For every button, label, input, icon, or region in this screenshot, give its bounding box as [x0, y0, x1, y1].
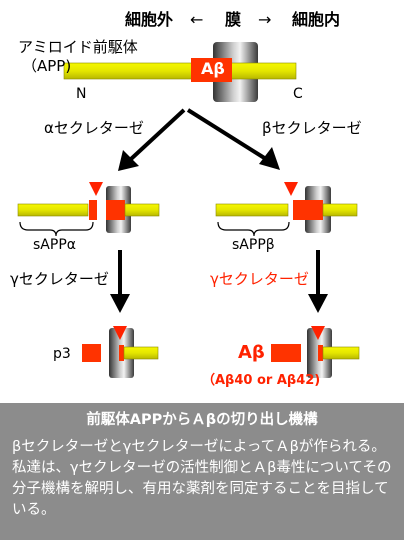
gamma-cut-marker-left — [113, 326, 127, 340]
abeta-label-top: Aβ — [201, 59, 225, 78]
app-name-label: アミロイド前駆体 — [18, 38, 138, 56]
app-abbr-label: （APP) — [22, 57, 72, 75]
alpha-secretase-label: αセクレターゼ — [44, 119, 144, 137]
app-bar-right-c — [322, 203, 358, 217]
gamma-secretase-label-right: γセクレターゼ — [210, 270, 309, 288]
app-bar-top — [63, 62, 297, 80]
app-processing-diagram — [17, 42, 360, 378]
gamma-cut-marker-right — [311, 326, 325, 340]
extracellular-label: 細胞外 — [125, 10, 174, 29]
app-bar-bottom-right — [322, 346, 360, 360]
p3-label: p3 — [53, 346, 71, 362]
sapp-beta-bracket — [217, 221, 290, 237]
gamma-secretase-label-left: γセクレターゼ — [10, 270, 109, 288]
abeta-fragment-right — [293, 200, 323, 220]
caption-body: βセクレターゼとγセクレターゼによってＡβが作られる。私達は、γセクレターゼの活… — [12, 439, 392, 518]
app-bar-left-n — [17, 203, 89, 217]
c-terminus-label: C — [293, 86, 303, 102]
left-arrow-glyph: ← — [190, 10, 204, 29]
abeta-fragment-left-small — [89, 200, 97, 220]
beta-secretase-label: βセクレターゼ — [262, 119, 362, 137]
right-arrow-glyph: → — [258, 10, 272, 29]
abeta-block-top — [191, 58, 232, 82]
n-terminus-label: N — [76, 86, 87, 102]
abeta-product-block — [271, 344, 301, 362]
membrane-label: 膜 — [225, 10, 242, 29]
gamma-arrows — [110, 250, 328, 313]
app-bar-right-n — [215, 203, 289, 217]
sapp-beta-label: sAPPβ — [232, 237, 275, 253]
abeta-product-label: Aβ — [238, 342, 265, 363]
app-bar-left-c — [124, 203, 160, 217]
abeta-fragment-left — [106, 200, 125, 220]
sapp-alpha-label: sAPPα — [33, 237, 76, 253]
caption-title: 前駆体APPからＡβの切り出し機構 — [86, 412, 318, 428]
p3-fragment — [82, 344, 101, 362]
branch-arrows — [118, 108, 280, 171]
abeta-species-label: （Aβ40 or Aβ42) — [202, 373, 321, 388]
c-terminal-fragment-right — [318, 345, 323, 361]
alpha-cut-marker — [89, 182, 103, 196]
caption-panel: 前駆体APPからＡβの切り出し機構 βセクレターゼとγセクレターゼによってＡβが… — [0, 403, 404, 540]
intracellular-label: 細胞内 — [292, 10, 341, 29]
app-bar-bottom-left — [123, 346, 159, 360]
beta-cut-marker — [284, 182, 298, 196]
sapp-alpha-bracket — [19, 221, 94, 237]
c-terminal-fragment-left — [119, 345, 124, 361]
